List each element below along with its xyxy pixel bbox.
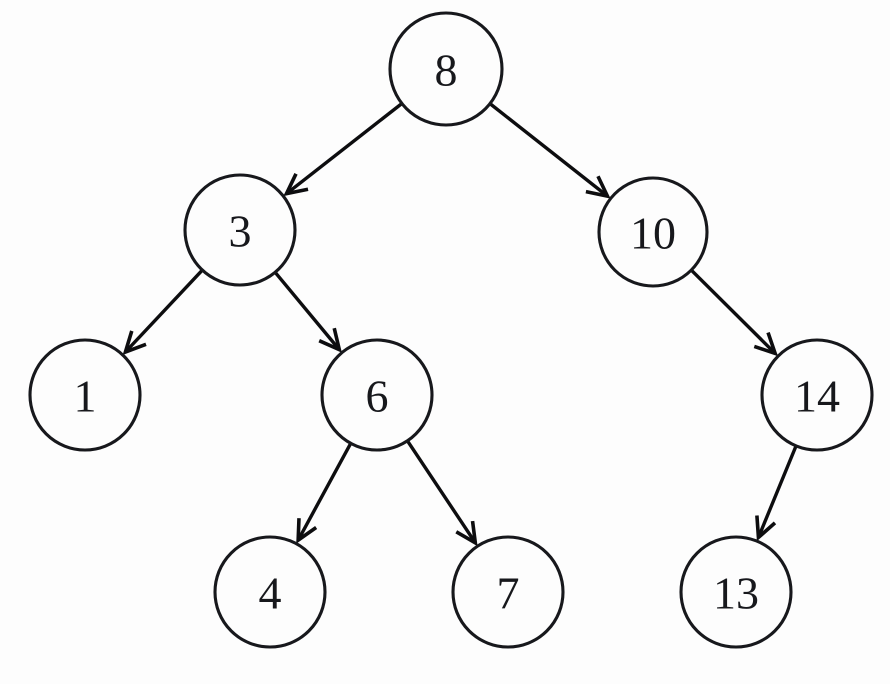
tree-edge <box>690 269 779 357</box>
tree-node[interactable]: 7 <box>451 535 565 649</box>
arrowhead-icon <box>755 515 777 542</box>
tree-node[interactable]: 3 <box>183 173 297 287</box>
tree-node[interactable]: 10 <box>597 176 709 288</box>
node-circle <box>760 338 874 452</box>
tree-node[interactable]: 6 <box>320 338 434 452</box>
node-circle <box>388 11 504 127</box>
arrowhead-icon <box>318 327 342 353</box>
tree-node[interactable]: 14 <box>760 338 874 452</box>
node-label: 7 <box>497 568 520 619</box>
arrowhead-icon <box>296 518 318 544</box>
tree-edge <box>296 443 352 544</box>
tree-edge <box>283 102 403 197</box>
node-circle <box>183 173 297 287</box>
tree-edge <box>489 102 611 199</box>
arrowhead-icon <box>753 332 779 357</box>
tree-node[interactable]: 1 <box>28 338 142 452</box>
node-label: 10 <box>630 208 676 259</box>
node-label: 4 <box>259 568 282 619</box>
node-label: 13 <box>713 568 759 619</box>
node-circle <box>679 535 793 649</box>
node-circle <box>28 338 142 452</box>
tree-edge <box>122 269 203 355</box>
node-circle <box>320 338 434 452</box>
node-label: 3 <box>229 206 252 257</box>
tree-node[interactable]: 13 <box>679 535 793 649</box>
tree-edge <box>406 440 478 547</box>
arrowhead-icon <box>283 173 309 197</box>
tree-node[interactable]: 4 <box>213 535 327 649</box>
node-circle <box>213 535 327 649</box>
edges-layer <box>122 102 798 547</box>
arrowhead-icon <box>122 330 147 355</box>
tree-node[interactable]: 8 <box>388 11 504 127</box>
nodes-layer: 8 3 10 1 6 14 4 7 13 <box>28 11 874 649</box>
node-label: 1 <box>74 371 97 422</box>
arrowhead-icon <box>455 520 478 547</box>
arrowhead-icon <box>585 175 611 199</box>
node-circle <box>451 535 565 649</box>
node-label: 14 <box>794 371 840 422</box>
node-label: 6 <box>366 371 389 422</box>
node-label: 8 <box>435 45 458 96</box>
tree-edge <box>755 446 798 542</box>
tree-edge <box>274 271 342 353</box>
node-circle <box>597 176 709 288</box>
